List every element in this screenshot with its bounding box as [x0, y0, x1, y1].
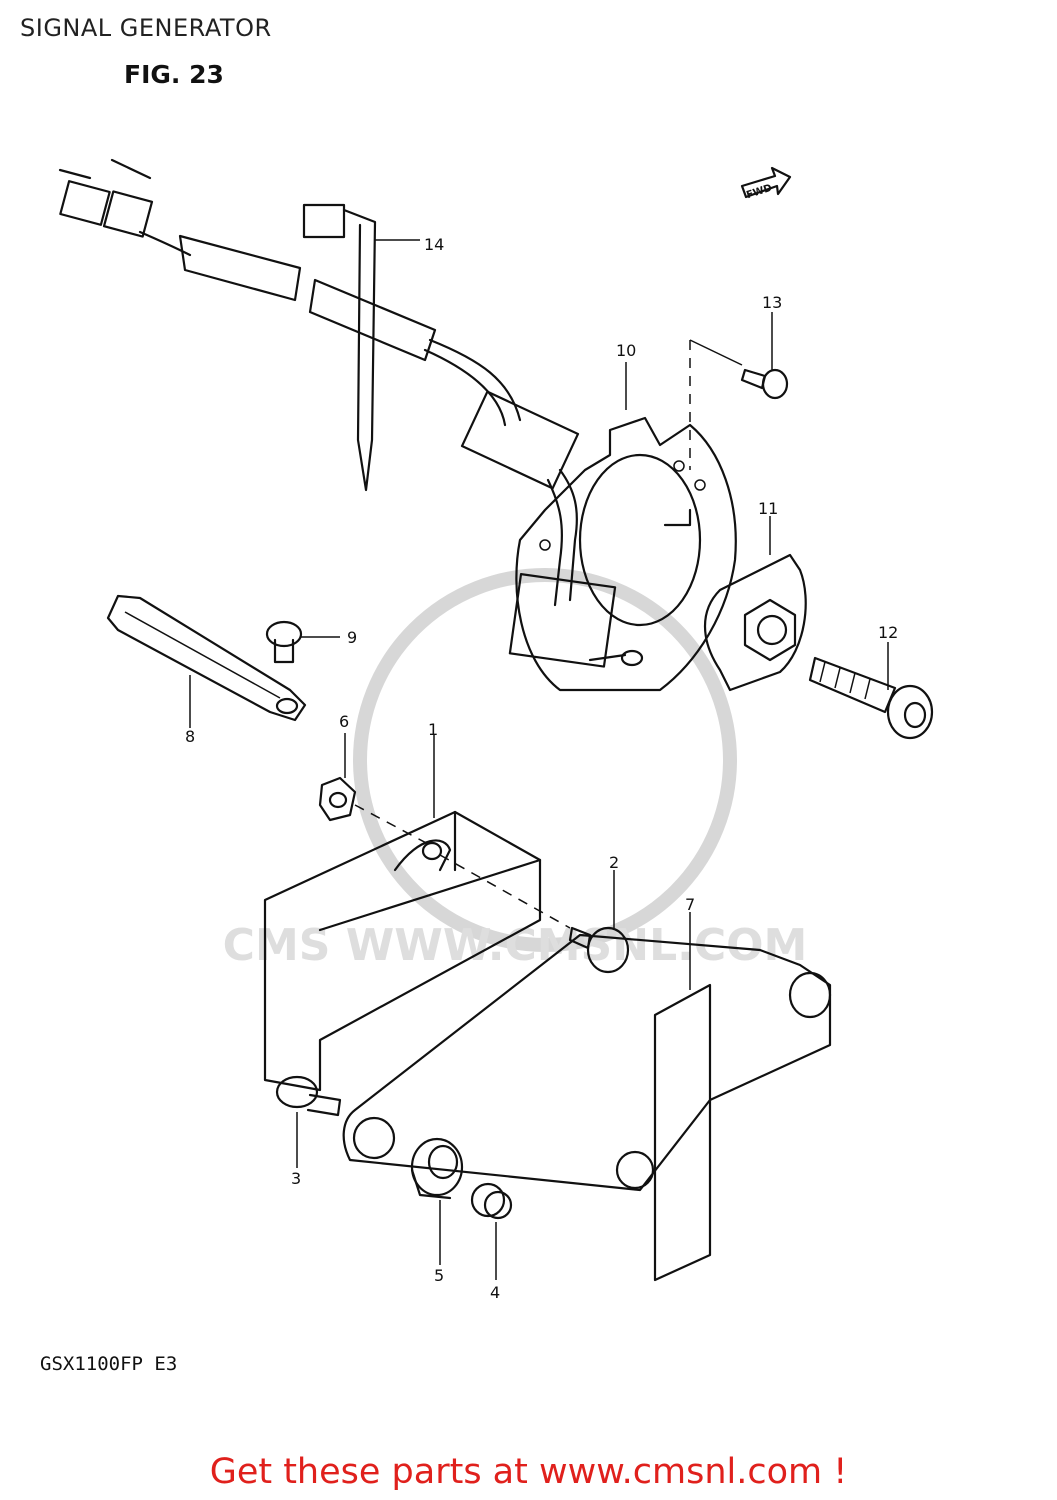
callout-10: 10	[616, 341, 636, 360]
leader-lines	[189, 239, 889, 1280]
screw-part-13	[689, 339, 789, 470]
bracket-plate	[342, 933, 832, 1192]
svg-text:FWD: FWD	[745, 183, 773, 202]
callout-5: 5	[434, 1266, 444, 1285]
wire-harness	[58, 158, 580, 607]
pad-part-7	[653, 983, 712, 1282]
callout-2: 2	[609, 853, 619, 872]
screw-part-3	[275, 1075, 342, 1117]
callout-6: 6	[339, 712, 349, 731]
bolt-part-2	[439, 854, 630, 974]
grommet-part-5	[410, 1137, 464, 1200]
collar-part-4	[470, 1182, 513, 1220]
watermark-logo: CMS WWW.CMSNL.COM	[223, 568, 808, 971]
igniter-unit-part-1	[263, 810, 542, 1092]
cable-tie-part-14	[302, 203, 377, 492]
signal-generator-plate-part-10	[508, 416, 737, 692]
callout-9: 9	[347, 628, 357, 647]
callout-1: 1	[428, 720, 438, 739]
figure-label: FIG. 23	[124, 60, 224, 89]
model-code: GSX1100FP E3	[40, 1353, 178, 1375]
callout-3: 3	[291, 1169, 301, 1188]
cta-link[interactable]: Get these parts at www.cmsnl.com !	[209, 1452, 848, 1492]
page-title: SIGNAL GENERATOR	[20, 14, 272, 42]
callout-14: 14	[424, 235, 444, 254]
strap-part-8	[106, 594, 307, 722]
rotor-part-11	[703, 553, 807, 692]
screw-part-9	[265, 620, 303, 664]
bolt-part-12	[808, 656, 934, 740]
callout-11: 11	[758, 499, 778, 518]
callout-7: 7	[685, 895, 695, 914]
callout-12: 12	[878, 623, 898, 642]
callout-8: 8	[185, 727, 195, 746]
watermark-text: CMS WWW.CMSNL.COM	[223, 920, 808, 971]
callout-13: 13	[762, 293, 782, 312]
fwd-arrow-icon: FWD	[740, 166, 792, 202]
callout-4: 4	[490, 1283, 500, 1302]
nut-part-6	[318, 776, 431, 846]
